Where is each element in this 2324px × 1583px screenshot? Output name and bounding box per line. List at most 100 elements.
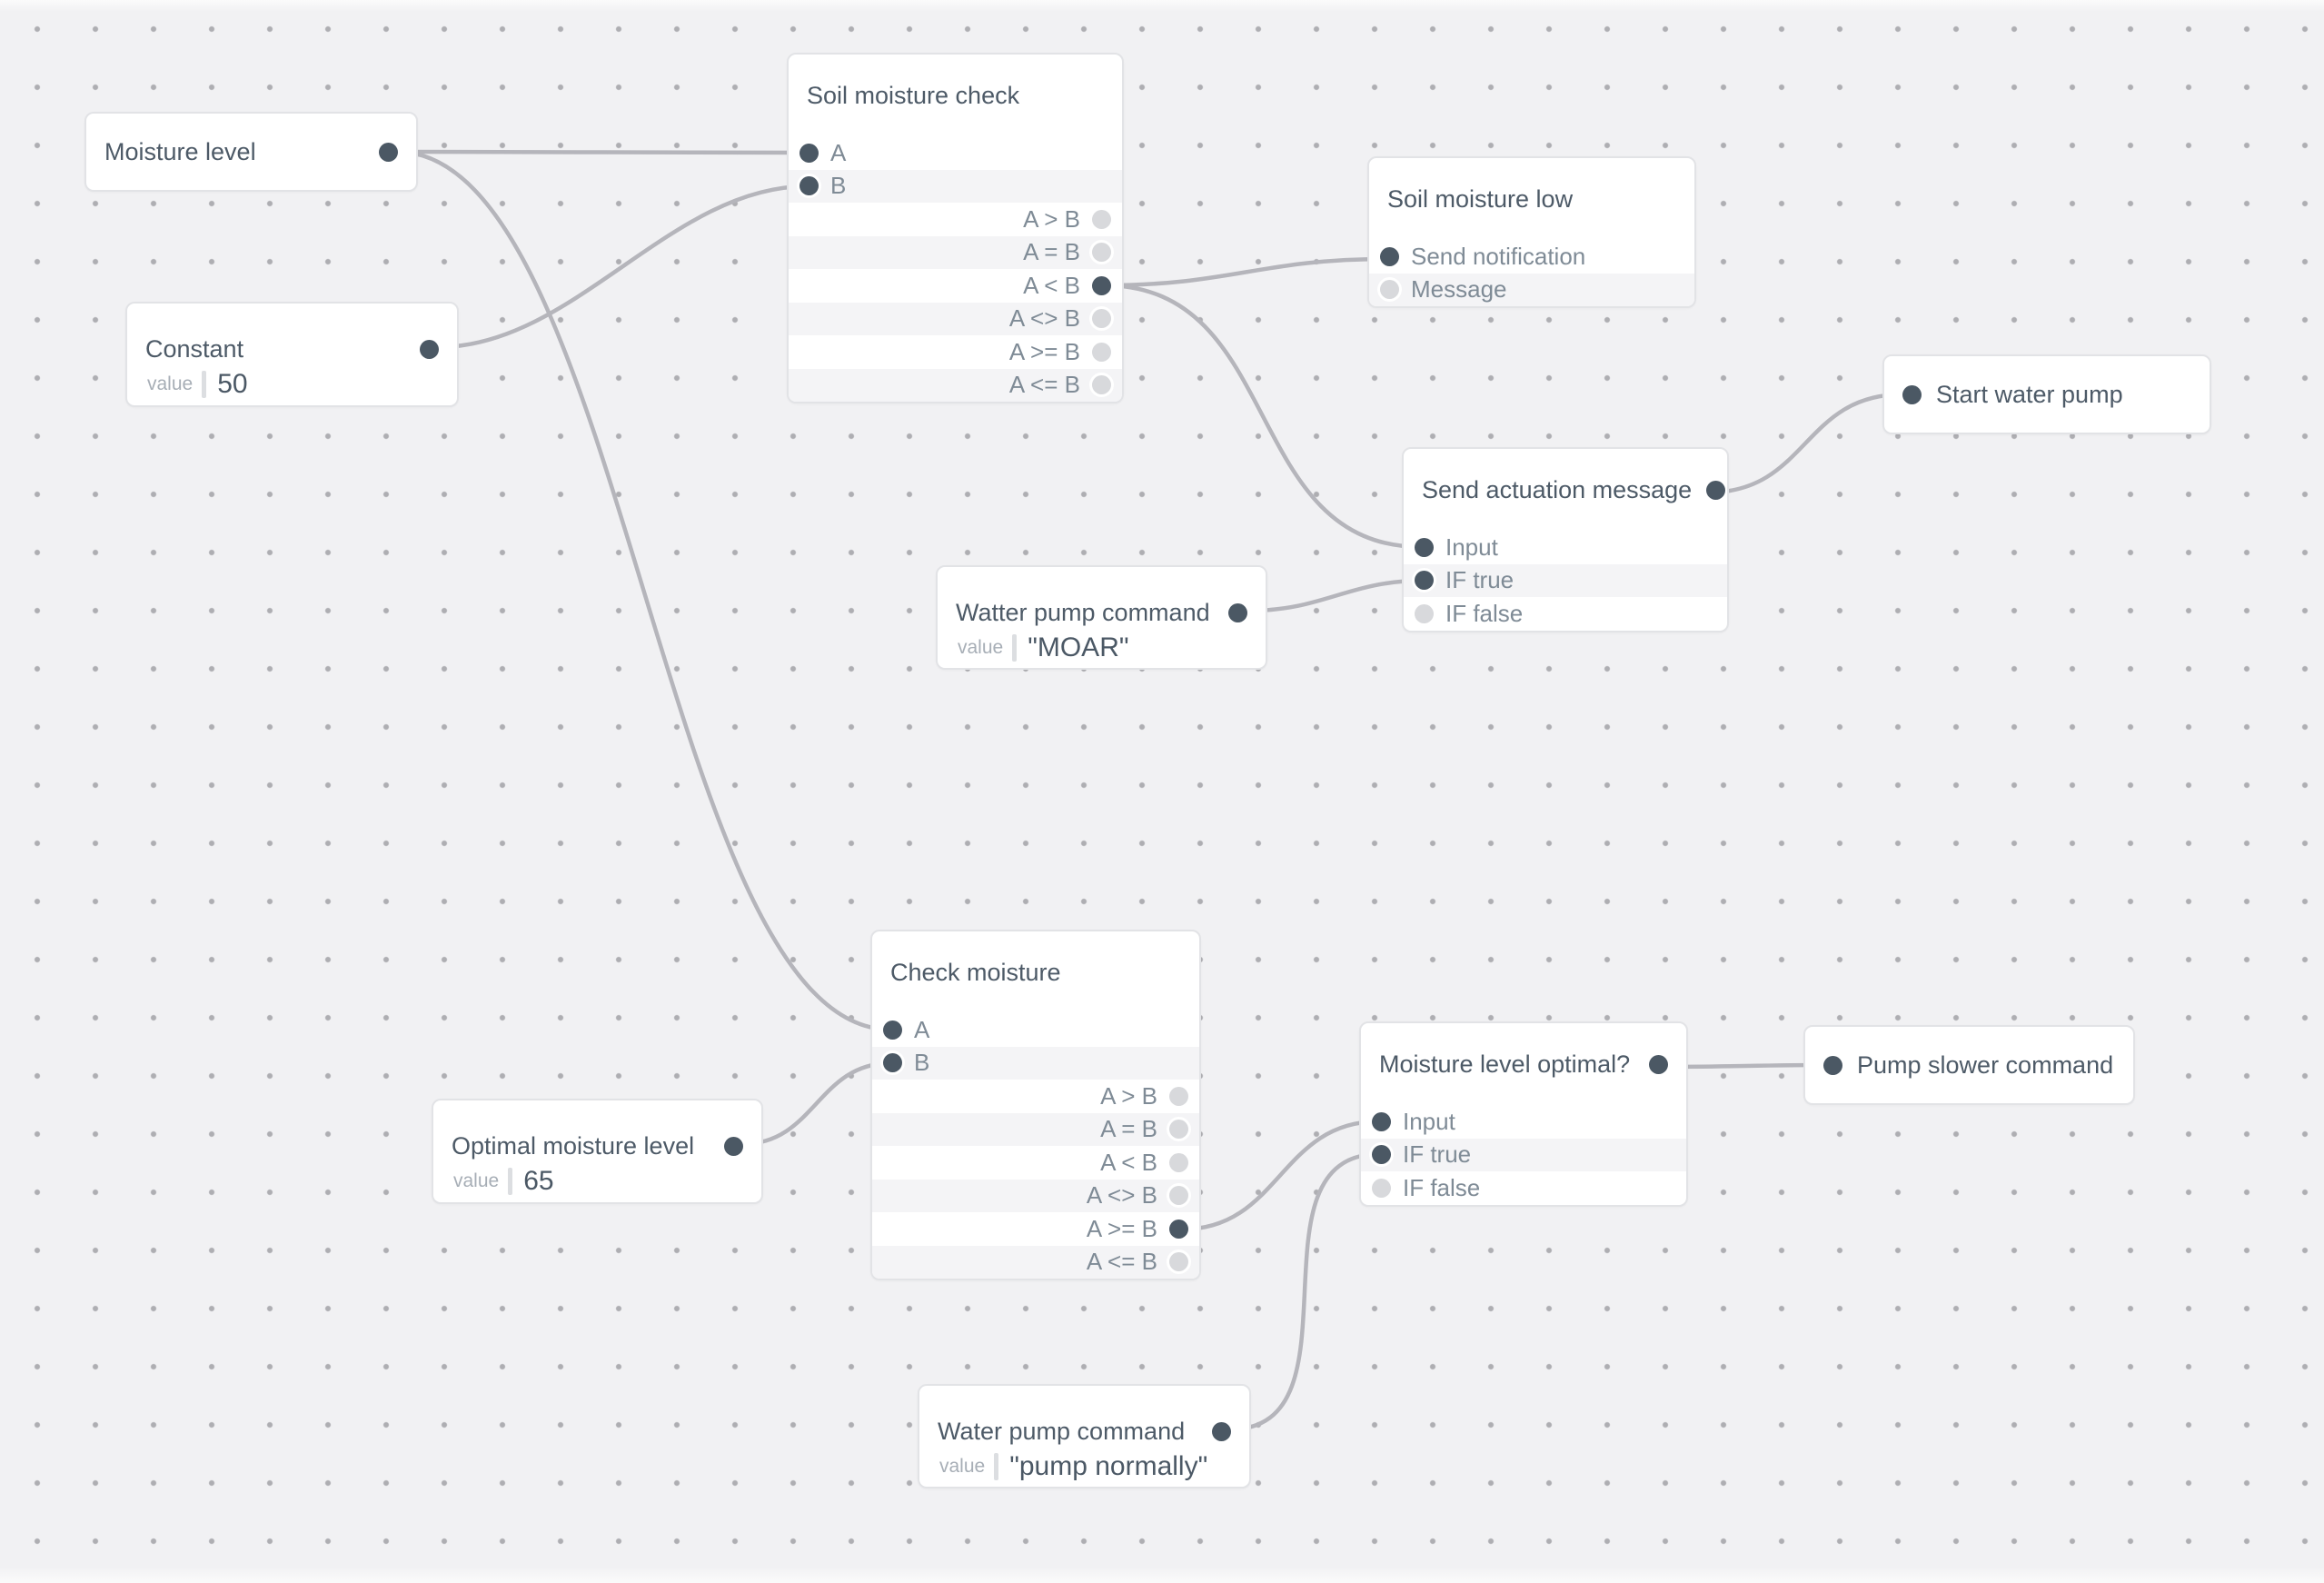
wire-moisture-level-to-check-moisture-a bbox=[394, 149, 893, 1032]
input-port-message[interactable] bbox=[1380, 280, 1399, 300]
output-port-a-gt-b[interactable] bbox=[1092, 209, 1111, 229]
output-port[interactable] bbox=[379, 142, 398, 162]
input-port-if-true[interactable] bbox=[1415, 571, 1434, 591]
wire-optimal-level-to-check-moisture-b bbox=[740, 1060, 893, 1147]
output-port-a-lt-b[interactable] bbox=[1092, 275, 1111, 295]
input-port-a[interactable] bbox=[799, 143, 819, 163]
input-port-if-false[interactable] bbox=[1415, 603, 1434, 623]
output-row-a-gt-b: A > B bbox=[789, 203, 1122, 236]
output-row-a-ge-b: A >= B bbox=[789, 335, 1122, 369]
node-title: Constant bbox=[145, 334, 244, 363]
output-port[interactable] bbox=[1649, 1054, 1668, 1074]
value-text[interactable]: "MOAR" bbox=[1028, 632, 1129, 662]
output-row-a-gt-b: A > B bbox=[872, 1080, 1199, 1113]
input-port-input[interactable] bbox=[1372, 1111, 1391, 1131]
output-row-a-le-b: A <= B bbox=[872, 1245, 1199, 1279]
node-water-pump-command[interactable]: Water pump command value "pump normally" bbox=[918, 1384, 1251, 1488]
node-title: Pump slower command bbox=[1857, 1050, 2114, 1079]
value-label: value bbox=[453, 1170, 500, 1191]
value-label: value bbox=[147, 373, 194, 394]
node-title: Soil moisture check bbox=[807, 81, 1020, 109]
node-optimal-moisture-level[interactable]: Optimal moisture level value 65 bbox=[432, 1099, 763, 1204]
output-row-a-ge-b: A >= B bbox=[872, 1212, 1199, 1246]
output-port-a-ge-b[interactable] bbox=[1092, 342, 1111, 362]
output-port-a-ne-b[interactable] bbox=[1092, 309, 1111, 329]
output-port[interactable] bbox=[724, 1136, 743, 1156]
output-port-a-ne-b[interactable] bbox=[1169, 1186, 1188, 1206]
node-watter-pump-command[interactable]: Watter pump command value "MOAR" bbox=[936, 565, 1267, 670]
output-port[interactable] bbox=[1212, 1421, 1231, 1441]
wire-check-moisture-ageb-to-optimal-input bbox=[1178, 1119, 1382, 1232]
node-start-water-pump[interactable]: Start water pump bbox=[1882, 354, 2211, 434]
input-port-input[interactable] bbox=[1415, 537, 1434, 557]
output-port-a-gt-b[interactable] bbox=[1169, 1086, 1188, 1106]
node-soil-moisture-check[interactable]: Soil moisture check A B A > B A = B A < … bbox=[787, 53, 1124, 403]
wire-water-pump-to-optimal-iftrue bbox=[1227, 1151, 1382, 1432]
node-title: Start water pump bbox=[1936, 380, 2123, 408]
wire-soil-check-altb-to-soil-low bbox=[1101, 256, 1390, 288]
output-port[interactable] bbox=[420, 339, 439, 359]
wire-constant-to-soil-check-b bbox=[435, 184, 809, 350]
node-moisture-level[interactable]: Moisture level bbox=[84, 112, 418, 192]
input-port[interactable] bbox=[1823, 1055, 1842, 1075]
output-row-a-lt-b: A < B bbox=[789, 269, 1122, 303]
input-row-b: B bbox=[872, 1046, 1199, 1080]
node-title: Send actuation message bbox=[1422, 475, 1693, 503]
input-row-if-false: IF false bbox=[1361, 1171, 1686, 1205]
output-port-a-lt-b[interactable] bbox=[1169, 1152, 1188, 1172]
input-row-a: A bbox=[789, 136, 1122, 170]
input-port-b[interactable] bbox=[883, 1053, 902, 1073]
node-send-actuation-message[interactable]: Send actuation message Input IF true IF … bbox=[1402, 447, 1729, 632]
input-port-if-false[interactable] bbox=[1372, 1178, 1391, 1198]
node-title: Moisture level optimal? bbox=[1379, 1050, 1631, 1078]
node-title: Optimal moisture level bbox=[452, 1131, 695, 1160]
output-port-a-ge-b[interactable] bbox=[1169, 1219, 1188, 1239]
input-row-a: A bbox=[872, 1013, 1199, 1047]
input-row-input: Input bbox=[1361, 1105, 1686, 1139]
input-row-if-true: IF true bbox=[1361, 1138, 1686, 1171]
input-row-input: Input bbox=[1404, 531, 1727, 564]
output-row-a-le-b: A <= B bbox=[789, 368, 1122, 402]
node-title: Soil moisture low bbox=[1387, 184, 1574, 213]
input-row-message: Message bbox=[1369, 273, 1694, 306]
input-port[interactable] bbox=[1902, 384, 1922, 404]
output-port-a-le-b[interactable] bbox=[1092, 375, 1111, 395]
node-moisture-level-optimal[interactable]: Moisture level optimal? Input IF true IF… bbox=[1359, 1021, 1688, 1207]
input-port-b[interactable] bbox=[799, 176, 819, 196]
node-check-moisture[interactable]: Check moisture A B A > B A = B A < B A <… bbox=[870, 930, 1201, 1280]
wire-optimal-to-pump-slower bbox=[1664, 1062, 1826, 1070]
input-row-send-notification: Send notification bbox=[1369, 240, 1694, 274]
value-separator bbox=[1012, 634, 1018, 662]
wire-moisture-level-to-soil-check-a bbox=[394, 149, 809, 155]
node-constant[interactable]: Constant value 50 bbox=[125, 302, 459, 407]
value-label: value bbox=[958, 637, 1004, 658]
input-port-send-notification[interactable] bbox=[1380, 246, 1399, 266]
node-title: Moisture level bbox=[104, 137, 256, 165]
output-port-a-eq-b[interactable] bbox=[1169, 1120, 1188, 1140]
node-pump-slower-command[interactable]: Pump slower command bbox=[1803, 1025, 2135, 1105]
input-port-if-true[interactable] bbox=[1372, 1145, 1391, 1165]
input-row-if-false: IF false bbox=[1404, 597, 1727, 631]
value-separator bbox=[202, 371, 207, 398]
output-port-a-le-b[interactable] bbox=[1169, 1252, 1188, 1272]
wire-send-actuation-to-start-pump bbox=[1705, 392, 1905, 495]
value-text[interactable]: 50 bbox=[217, 369, 248, 399]
value-text[interactable]: 65 bbox=[523, 1166, 554, 1196]
output-port[interactable] bbox=[1706, 480, 1726, 500]
input-port-a[interactable] bbox=[883, 1020, 902, 1040]
output-row-a-eq-b: A = B bbox=[789, 235, 1122, 269]
value-separator bbox=[508, 1168, 513, 1195]
value-text[interactable]: "pump normally" bbox=[1009, 1451, 1208, 1481]
output-row-a-ne-b: A <> B bbox=[872, 1179, 1199, 1212]
value-separator bbox=[994, 1453, 999, 1480]
node-soil-moisture-low[interactable]: Soil moisture low Send notification Mess… bbox=[1367, 156, 1696, 308]
output-port-a-eq-b[interactable] bbox=[1092, 243, 1111, 263]
node-title: Watter pump command bbox=[956, 598, 1210, 626]
output-port[interactable] bbox=[1228, 602, 1247, 622]
output-row-a-eq-b: A = B bbox=[872, 1112, 1199, 1146]
output-row-a-ne-b: A <> B bbox=[789, 302, 1122, 335]
wire-watter-pump-to-send-actuation-iftrue bbox=[1247, 578, 1425, 613]
input-row-b: B bbox=[789, 169, 1122, 203]
